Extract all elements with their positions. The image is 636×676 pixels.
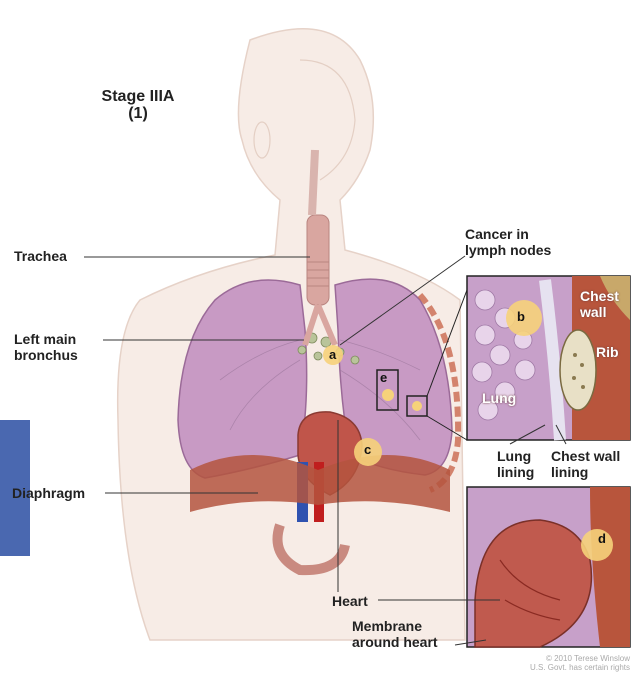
label-left-main-bronchus: Left main bronchus bbox=[14, 331, 78, 363]
copyright-line2: U.S. Govt. has certain rights bbox=[530, 663, 630, 672]
label-cancer-lymph-nodes: Cancer in lymph nodes bbox=[465, 226, 551, 258]
label-cancer-lymph-line2: lymph nodes bbox=[465, 242, 551, 258]
label-chest-wall-lining-line2: lining bbox=[551, 464, 620, 480]
label-bronchus-line2: bronchus bbox=[14, 347, 78, 363]
copyright-line1: © 2010 Terese Winslow bbox=[530, 654, 630, 663]
inset-heart bbox=[467, 487, 630, 647]
label-trachea: Trachea bbox=[14, 248, 67, 264]
inset-letter-b: b bbox=[517, 309, 525, 324]
stage-title: Stage IIIA (1) bbox=[88, 88, 188, 122]
inset-chest-wall-line2: wall bbox=[580, 304, 619, 320]
inset-letter-d: d bbox=[598, 531, 606, 546]
tumor-letter-a: a bbox=[329, 347, 336, 362]
inset-chest-wall-line1: Chest bbox=[580, 288, 619, 304]
copyright-notice: © 2010 Terese Winslow U.S. Govt. has cer… bbox=[530, 654, 630, 672]
label-diaphragm: Diaphragm bbox=[12, 485, 85, 501]
label-chest-wall-lining-line1: Chest wall bbox=[551, 448, 620, 464]
label-membrane-around-heart: Membrane around heart bbox=[352, 618, 438, 650]
tumor-letter-c: c bbox=[364, 442, 371, 457]
label-lung-lining-line2: lining bbox=[497, 464, 534, 480]
tumor-letter-e: e bbox=[380, 370, 387, 385]
inset-label-lung: Lung bbox=[482, 390, 516, 406]
stage-title-line2: (1) bbox=[88, 105, 188, 122]
label-membrane-line1: Membrane bbox=[352, 618, 438, 634]
label-lung-lining-line1: Lung bbox=[497, 448, 534, 464]
label-bronchus-line1: Left main bbox=[14, 331, 78, 347]
inset-label-chest-wall: Chest wall bbox=[580, 288, 619, 320]
label-lung-lining: Lung lining bbox=[497, 448, 534, 480]
label-chest-wall-lining: Chest wall lining bbox=[551, 448, 620, 480]
label-cancer-lymph-line1: Cancer in bbox=[465, 226, 551, 242]
inset-label-rib: Rib bbox=[596, 344, 619, 360]
label-heart: Heart bbox=[332, 593, 368, 609]
trachea-shape bbox=[307, 215, 329, 305]
stage-title-line1: Stage IIIA bbox=[88, 88, 188, 105]
label-membrane-line2: around heart bbox=[352, 634, 438, 650]
